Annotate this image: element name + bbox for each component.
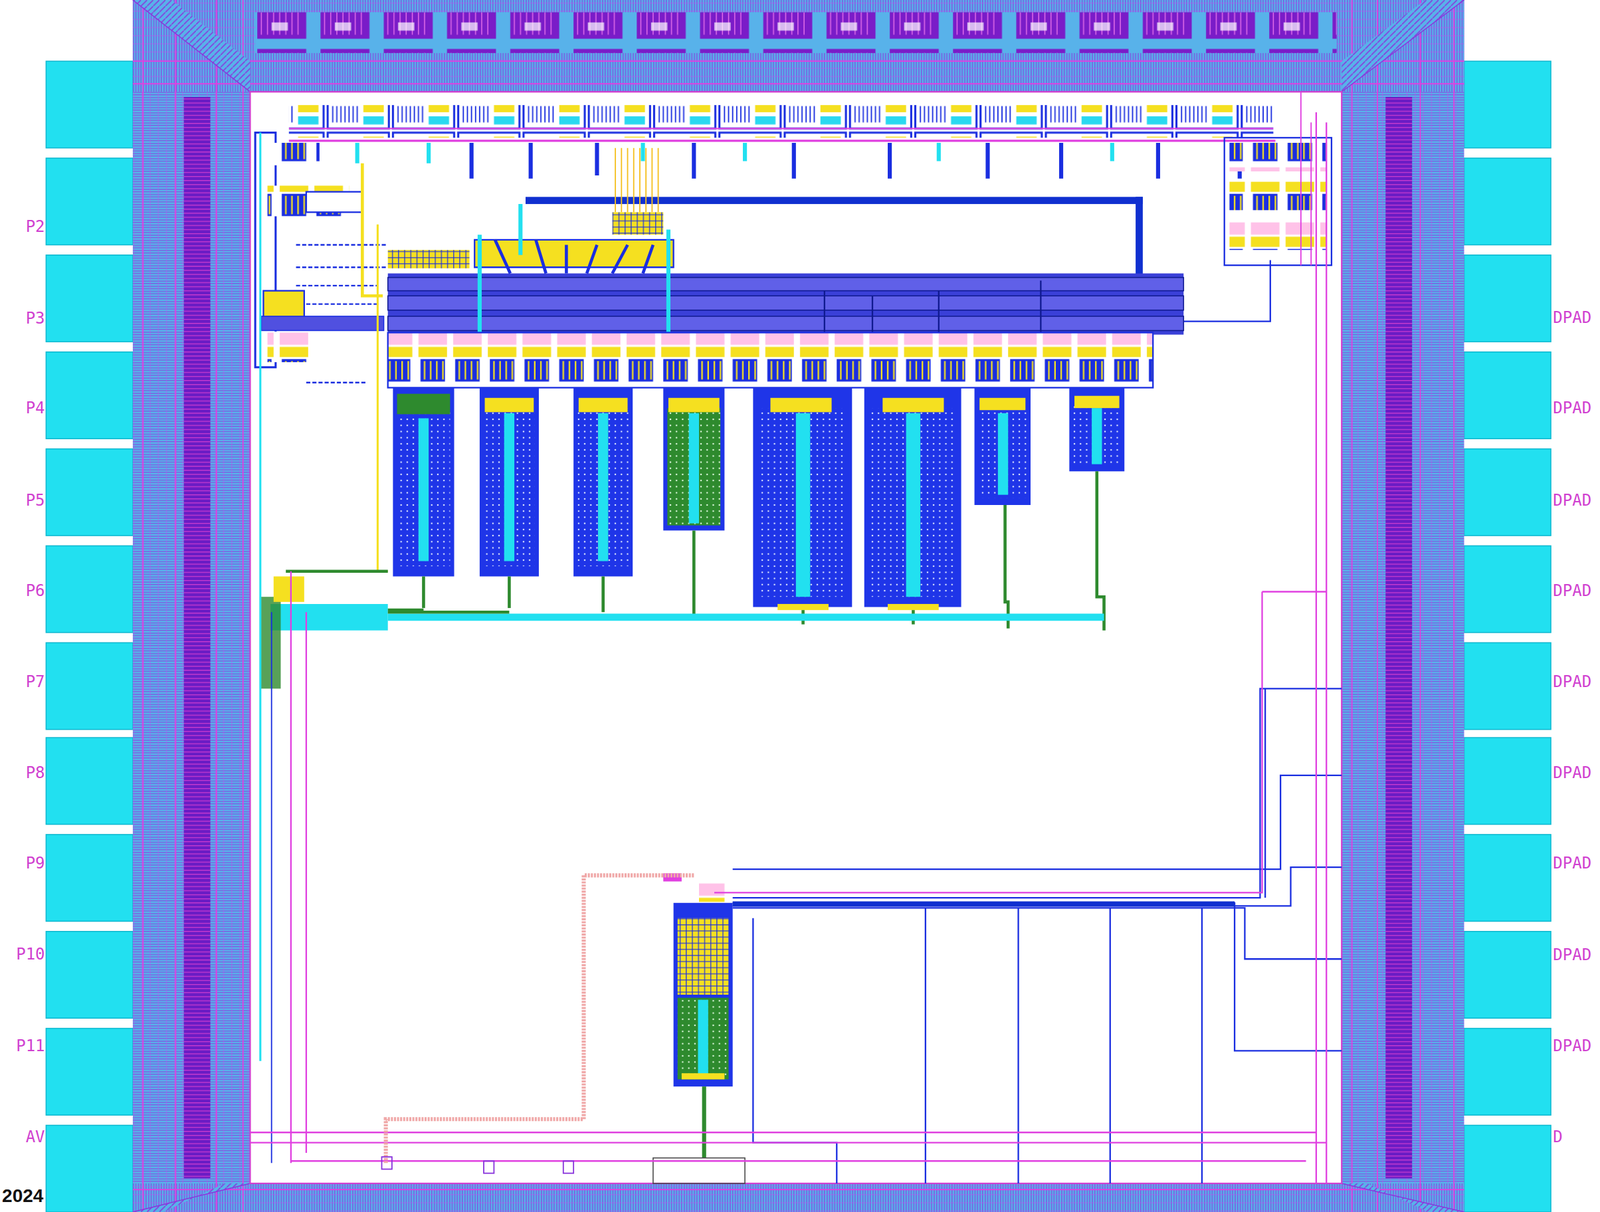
pin-label: DPAD [1552,946,1592,963]
pin-label: P8 [25,764,46,781]
pin-label: P10 [15,946,45,963]
pin-label: DPAD [1552,309,1592,326]
pin-label: P5 [25,492,46,509]
pin-label: P3 [25,310,46,327]
pin-label: P11 [15,1037,45,1054]
pin-label: DPAD [1552,400,1592,416]
pin-label: P9 [25,855,46,872]
pin-label: DPAD [1552,582,1592,599]
pin-label: AV [25,1128,46,1145]
date-stamp: 2024 [1,1186,44,1206]
pin-label: DPAD [1552,492,1592,509]
pin-label: P7 [25,673,46,690]
pin-label: P2 [25,218,46,235]
pin-label: DPAD [1552,764,1592,781]
pin-label: P6 [25,582,46,599]
pin-label: D [1552,1128,1563,1145]
pin-label: DPAD [1552,673,1592,690]
pin-label: DPAD [1552,855,1592,872]
pin-label: DPAD [1552,1037,1592,1054]
pin-label: P4 [25,400,46,416]
